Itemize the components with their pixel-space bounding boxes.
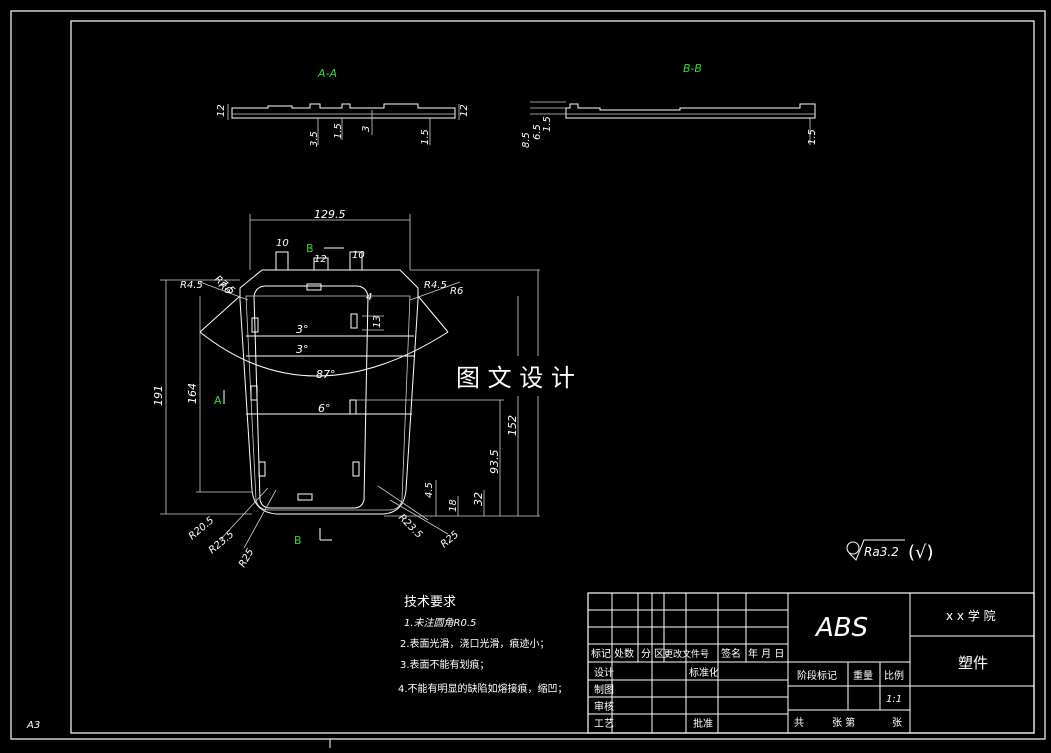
rev-header-sign: 签名 xyxy=(721,647,741,660)
section-aa-title: A-A xyxy=(317,67,337,80)
role-design: 设计 xyxy=(594,666,614,679)
roughness-ra: Ra3.2 xyxy=(864,545,899,559)
dim-r6-right: R6 xyxy=(450,286,463,297)
aa-dim-12-right: 12 xyxy=(459,104,470,117)
school-name: x x 学 院 xyxy=(946,608,996,623)
watermark-bg xyxy=(440,356,615,396)
rev-header-div: 分 xyxy=(641,648,651,660)
dim-slot-10-left: 10 xyxy=(276,238,289,249)
role-process: 工艺 xyxy=(594,718,614,730)
bb-dim-1-5-right: 1.5 xyxy=(807,129,818,145)
aa-dim-3-5: 3.5 xyxy=(309,131,320,147)
dim-r25-right: R25 xyxy=(439,529,461,550)
angle-87: 87° xyxy=(316,368,336,381)
watermark-text: 图 文 设 计 xyxy=(456,364,575,392)
dim-height-4-5: 4.5 xyxy=(424,482,435,498)
dim-slot-12: 12 xyxy=(314,254,327,265)
scale-label: 比例 xyxy=(884,669,904,682)
dim-height-93-5: 93.5 xyxy=(488,450,501,475)
stage-label: 阶段标记 xyxy=(797,669,837,682)
section-bb-view xyxy=(530,101,816,145)
bb-dim-8-5: 8.5 xyxy=(521,132,532,148)
scale-value: 1:1 xyxy=(886,694,902,705)
dim-r23-5-left: R23.5 xyxy=(207,529,236,556)
part-name: 塑件 xyxy=(958,654,988,672)
section-marker-a: A xyxy=(214,394,222,407)
section-marker-b-bottom: B xyxy=(294,534,302,547)
dim-13: 13 xyxy=(372,315,383,328)
section-bb-title: B-B xyxy=(683,62,702,75)
angle-3-upper: 3° xyxy=(296,323,309,336)
section-marker-b-top: B xyxy=(306,242,314,255)
rev-header-docno: 更改文件号 xyxy=(664,648,709,660)
rev-header-date: 年 月 日 xyxy=(748,647,784,660)
role-check: 审核 xyxy=(594,700,614,713)
note-4: 4.不能有明显的缺陷如熔接痕，缩凹； xyxy=(398,682,568,695)
sheet-size-label: A3 xyxy=(26,720,40,731)
note-3: 3.表面不能有划痕； xyxy=(400,658,490,671)
std-label: 标准化 xyxy=(689,666,719,679)
bb-dim-1-5: 1.5 xyxy=(542,116,553,132)
aa-dim-3: 3 xyxy=(361,126,372,132)
dim-r23-5-right: R23.5 xyxy=(396,512,424,540)
note-1: 1.未注圆角R0.5 xyxy=(404,617,476,629)
angle-3-lower: 3° xyxy=(296,343,309,356)
dim-height-18: 18 xyxy=(448,499,459,512)
sheet-end-label: 张 xyxy=(892,717,902,729)
roughness-symbol xyxy=(846,539,905,561)
dim-height-191: 191 xyxy=(152,385,165,406)
dim-slot-10-right: 10 xyxy=(352,250,365,261)
dim-r4-5-left: R4.5 xyxy=(180,280,203,291)
rev-header-count: 处数 xyxy=(614,647,634,660)
angle-6: 6° xyxy=(318,402,331,415)
dim-4: 4 xyxy=(366,292,372,303)
section-aa-view xyxy=(227,103,460,145)
dim-r20-5: R20.5 xyxy=(187,515,216,542)
aa-dim-1-5: 1.5 xyxy=(333,123,344,139)
dim-height-152: 152 xyxy=(506,415,519,436)
note-2: 2.表面光滑，浇口光滑，痕迹小； xyxy=(400,637,550,650)
sheet-mid-label: 张 第 xyxy=(832,716,855,729)
roughness-note: (√) xyxy=(908,542,934,563)
dim-height-164: 164 xyxy=(186,383,199,404)
dim-height-32: 32 xyxy=(472,492,485,506)
title-block xyxy=(587,592,1035,734)
rev-header-zone: 区 xyxy=(654,648,664,660)
outer-border xyxy=(10,10,1046,740)
role-draw: 制图 xyxy=(594,683,614,696)
notes-title: 技术要求 xyxy=(404,595,456,610)
dim-r25-left: R25 xyxy=(237,547,256,570)
dim-r4-5-right: R4.5 xyxy=(424,280,447,291)
main-plan-view xyxy=(160,214,540,549)
aa-dim-1-5-b: 1.5 xyxy=(420,129,431,145)
sheet-total-label: 共 xyxy=(794,717,804,729)
weight-label: 重量 xyxy=(853,669,873,682)
material-abs: ABS xyxy=(814,613,868,643)
inner-border xyxy=(70,20,1035,734)
aa-dim-12-left: 12 xyxy=(216,104,227,117)
approve-label: 批准 xyxy=(693,717,713,730)
rev-header-mark: 标记 xyxy=(591,648,611,660)
dim-width-129-5: 129.5 xyxy=(314,208,346,221)
bb-dim-6-5: 6.5 xyxy=(532,124,543,140)
